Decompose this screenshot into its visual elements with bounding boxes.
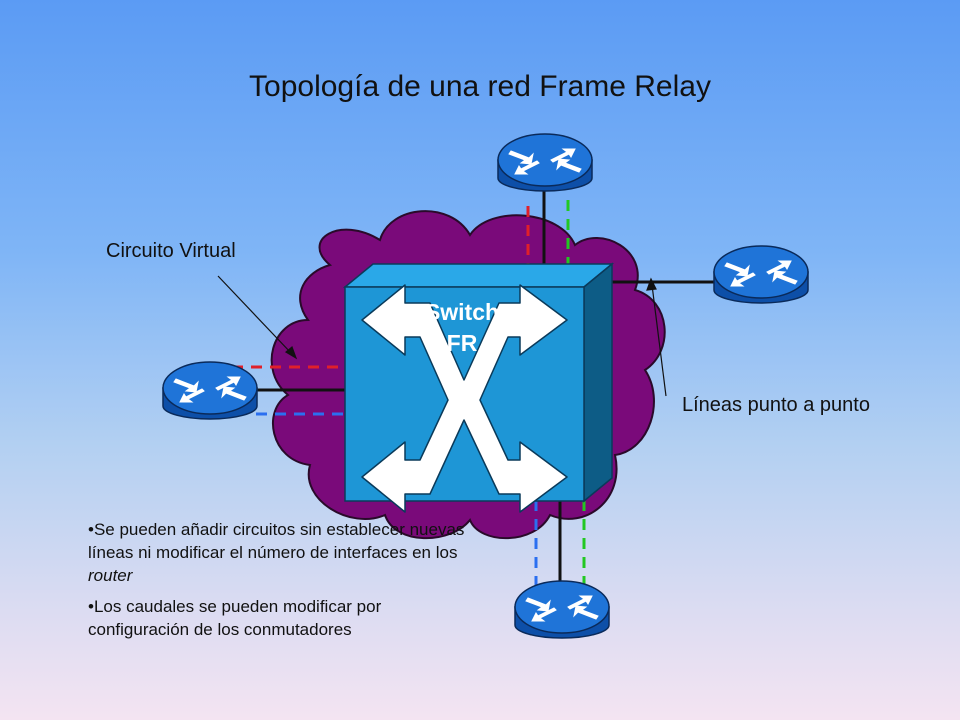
router-icon xyxy=(497,133,593,192)
frame-relay-switch-icon: Switch FR xyxy=(342,262,615,513)
bullet-marker: • xyxy=(88,597,94,616)
pointer-virtual-circuit xyxy=(217,275,293,355)
pointer-point-to-point-head xyxy=(646,277,657,291)
router-bottom xyxy=(514,580,610,639)
note-text: Los caudales se pueden modificar por con… xyxy=(88,597,382,639)
switch-x-arrows xyxy=(361,284,568,513)
router-left xyxy=(162,361,258,420)
virtual-circuit-label: Circuito Virtual xyxy=(106,240,236,262)
router-icon xyxy=(514,580,610,639)
notes-list: •Se pueden añadir circuitos sin establec… xyxy=(88,518,478,649)
note-text: Se pueden añadir circuitos sin establece… xyxy=(88,520,465,562)
bullet-marker: • xyxy=(88,520,94,539)
point-to-point-label: Líneas punto a punto xyxy=(682,394,870,416)
switch-top-face xyxy=(342,263,615,288)
router-icon xyxy=(162,361,258,420)
page-title: Topología de una red Frame Relay xyxy=(249,70,711,103)
router-icon xyxy=(713,245,809,304)
note-text-italic: router xyxy=(88,566,133,585)
label-pointers xyxy=(217,275,667,397)
physical-lines xyxy=(255,190,716,590)
switch-side-face xyxy=(583,262,613,503)
pointer-virtual-circuit-head xyxy=(284,345,298,360)
note-item: •Los caudales se pueden modificar por co… xyxy=(88,595,478,641)
switch-label-line2: FR xyxy=(447,330,478,356)
note-item: •Se pueden añadir circuitos sin establec… xyxy=(88,518,478,587)
router-right xyxy=(713,245,809,304)
router-top xyxy=(497,133,593,192)
virtual-circuits xyxy=(232,200,586,590)
switch-label-line1: Switch xyxy=(425,299,499,325)
pointer-point-to-point xyxy=(651,284,667,397)
